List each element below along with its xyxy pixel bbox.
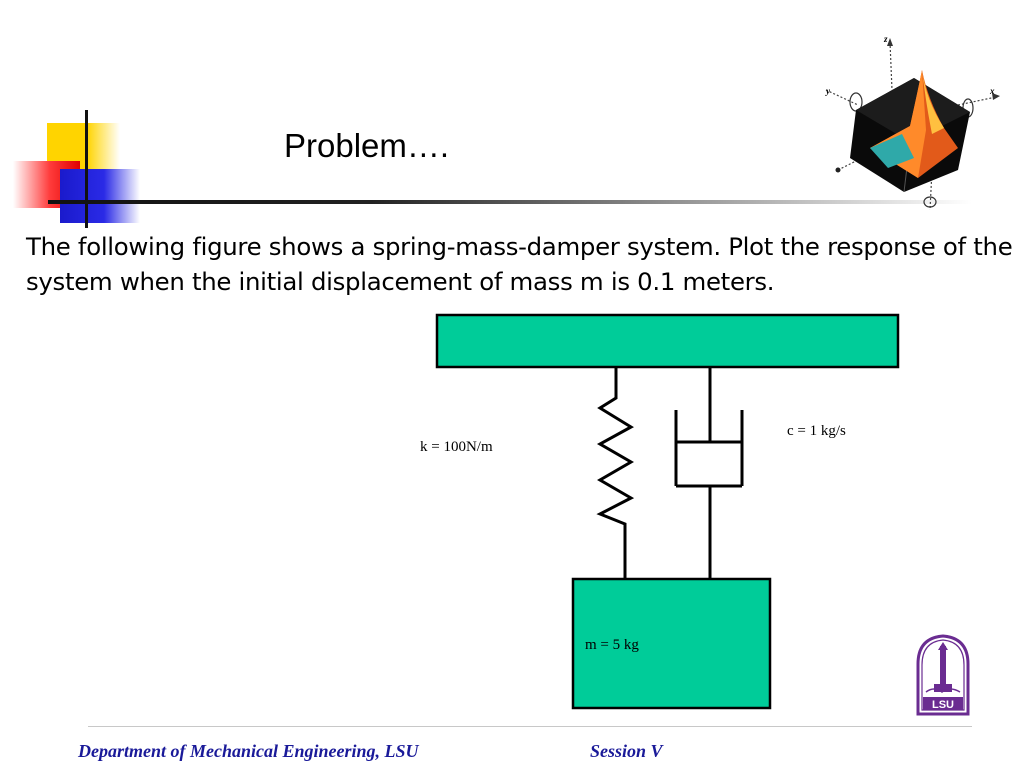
lsu-seal-logo: LSU xyxy=(916,634,970,716)
fixed-support xyxy=(435,313,900,369)
svg-text:LSU: LSU xyxy=(932,699,954,711)
svg-text:z: z xyxy=(883,34,888,44)
slide-title: Problem…. xyxy=(284,127,450,164)
svg-text:x: x xyxy=(989,86,995,96)
footer-department: Department of Mechanical Engineering, LS… xyxy=(78,741,419,761)
matlab-logo-icon: z y x xyxy=(825,34,1000,211)
decor-blue-square xyxy=(60,169,140,223)
footer-divider xyxy=(88,726,972,727)
title-underline xyxy=(48,200,972,204)
damping-coefficient-label: c = 1 kg/s xyxy=(787,423,846,439)
footer-session: Session V xyxy=(590,741,663,761)
problem-statement: The following figure shows a spring-mass… xyxy=(26,232,1013,296)
spring xyxy=(596,367,635,579)
decor-vertical-line xyxy=(85,110,88,228)
svg-text:y: y xyxy=(825,86,831,96)
spring-constant-label: k = 100N/m xyxy=(420,439,493,455)
damper xyxy=(674,367,744,579)
mass-label: m = 5 kg xyxy=(585,637,639,653)
